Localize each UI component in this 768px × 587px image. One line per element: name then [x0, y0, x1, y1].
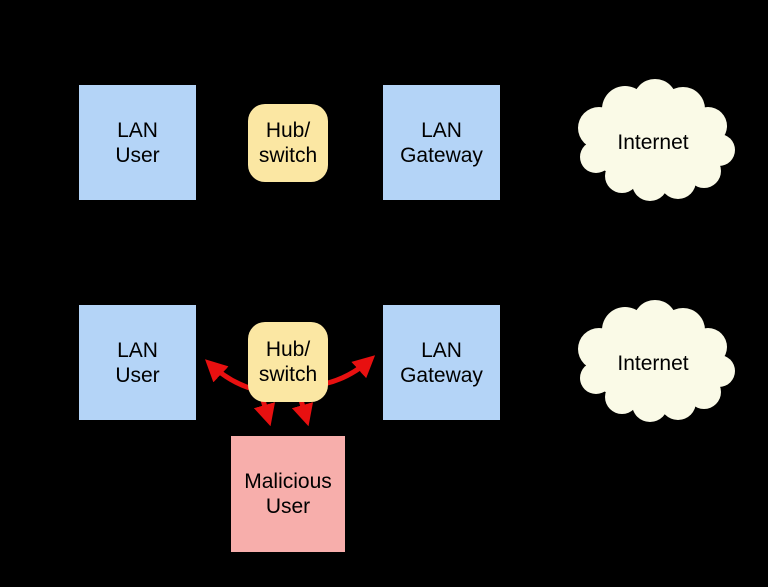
node-lan-user-row2: LAN User [79, 305, 196, 420]
internet-cloud-row1: Internet [563, 78, 743, 208]
node-lan-gateway-row2: LAN Gateway [383, 305, 500, 420]
internet-label-row1: Internet [617, 131, 689, 154]
arrow-hub-to-gateway [323, 355, 376, 387]
node-lan-user-row1: LAN User [79, 85, 196, 200]
node-hub-switch-row1: Hub/ switch [248, 104, 328, 182]
internet-label-row2: Internet [617, 352, 689, 375]
arrow-hub-to-malicious-left [253, 399, 276, 427]
node-lan-gateway-row1: LAN Gateway [383, 85, 500, 200]
internet-cloud-row2: Internet [563, 298, 743, 430]
node-malicious-user: Malicious User [231, 436, 345, 552]
node-hub-switch-row2: Hub/ switch [248, 322, 328, 402]
arrow-hub-to-malicious-right [291, 399, 314, 427]
